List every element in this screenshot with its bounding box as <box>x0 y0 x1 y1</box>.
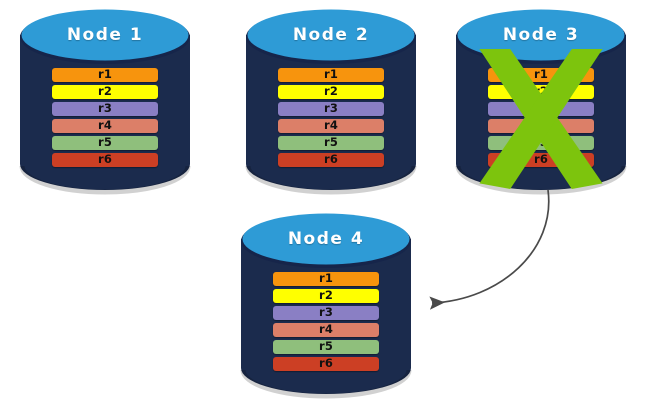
cylinder-top-face <box>247 9 415 61</box>
record-bar[interactable]: r5 <box>52 136 158 150</box>
record-bar[interactable]: r5 <box>273 340 379 354</box>
record-list: r1 r2 r3 r4 r5 r6 <box>20 68 190 167</box>
record-label: r3 <box>533 101 549 116</box>
record-label: r3 <box>97 101 113 116</box>
record-label: r6 <box>533 152 549 167</box>
cylinder-shadow <box>19 165 191 195</box>
record-bar[interactable]: r1 <box>278 68 384 82</box>
record-label: r2 <box>323 84 339 99</box>
record-label: r2 <box>318 288 334 303</box>
record-bar[interactable]: r6 <box>278 153 384 167</box>
record-list: r1 r2 r3 r4 r5 r6 <box>456 68 626 167</box>
record-label: r5 <box>323 135 339 150</box>
record-bar[interactable]: r5 <box>278 136 384 150</box>
cylinder-top-face <box>21 9 189 61</box>
record-bar[interactable]: r1 <box>273 272 379 286</box>
cylinder-shadow <box>240 369 412 399</box>
record-label: r1 <box>318 271 334 286</box>
record-bar[interactable]: r3 <box>52 102 158 116</box>
record-bar[interactable]: r6 <box>273 357 379 371</box>
record-label: r4 <box>533 118 549 133</box>
record-bar[interactable]: r6 <box>52 153 158 167</box>
record-bar[interactable]: r1 <box>52 68 158 82</box>
record-label: r6 <box>318 356 334 371</box>
record-list: r1 r2 r3 r4 r5 r6 <box>246 68 416 167</box>
record-bar[interactable]: r5 <box>488 136 594 150</box>
record-label: r4 <box>97 118 113 133</box>
record-label: r3 <box>318 305 334 320</box>
cylinder-top-face <box>242 213 410 265</box>
record-label: r1 <box>533 67 549 82</box>
record-bar[interactable]: r4 <box>52 119 158 133</box>
record-bar[interactable]: r3 <box>278 102 384 116</box>
record-bar[interactable]: r2 <box>273 289 379 303</box>
record-label: r5 <box>533 135 549 150</box>
record-label: r5 <box>97 135 113 150</box>
cylinder-top-face <box>457 9 625 61</box>
record-bar[interactable]: r3 <box>488 102 594 116</box>
record-label: r3 <box>323 101 339 116</box>
record-label: r6 <box>97 152 113 167</box>
record-label: r1 <box>323 67 339 82</box>
record-list: r1 r2 r3 r4 r5 r6 <box>241 272 411 371</box>
record-label: r4 <box>323 118 339 133</box>
record-bar[interactable]: r6 <box>488 153 594 167</box>
record-bar[interactable]: r4 <box>273 323 379 337</box>
record-bar[interactable]: r1 <box>488 68 594 82</box>
replication-arrow-path <box>429 189 550 310</box>
record-label: r5 <box>318 339 334 354</box>
record-label: r6 <box>323 152 339 167</box>
record-label: r2 <box>533 84 549 99</box>
record-bar[interactable]: r4 <box>278 119 384 133</box>
record-label: r1 <box>97 67 113 82</box>
record-bar[interactable]: r2 <box>488 85 594 99</box>
record-bar[interactable]: r2 <box>52 85 158 99</box>
record-bar[interactable]: r4 <box>488 119 594 133</box>
record-bar[interactable]: r3 <box>273 306 379 320</box>
record-label: r4 <box>318 322 334 337</box>
record-bar[interactable]: r2 <box>278 85 384 99</box>
record-label: r2 <box>97 84 113 99</box>
cylinder-shadow <box>245 165 417 195</box>
